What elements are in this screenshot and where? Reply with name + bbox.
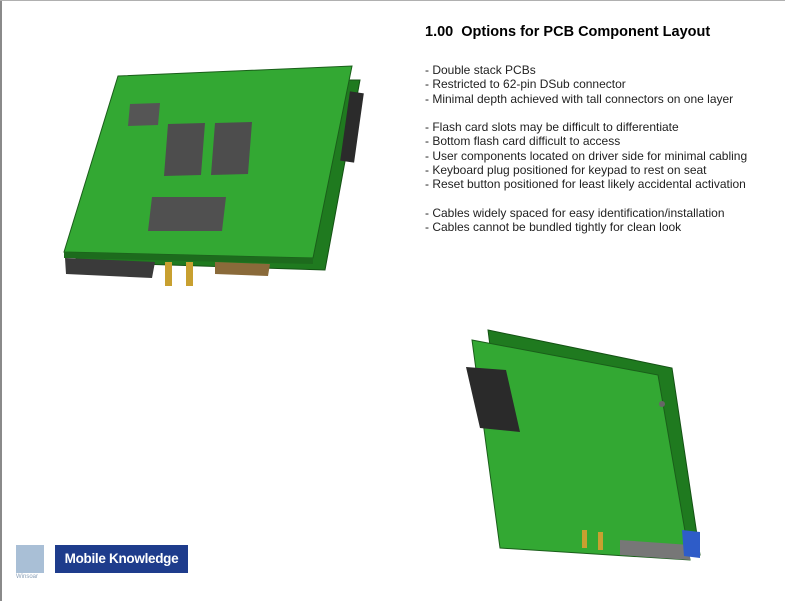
bullet: - Double stack PCBs [425,63,536,77]
bullet: - Flash card slots may be difficult to d… [425,120,679,135]
bullet: - Minimal depth achieved with tall conne… [425,91,734,106]
slide-border-top [0,0,785,1]
winsoar-logo [16,545,44,573]
slide-title: 1.00 Options for PCB Component Layout [425,24,711,40]
mobile-knowledge-logo: Mobile Knowledge [55,545,188,573]
bullet: - Cables widely spaced for easy identifi… [425,205,725,220]
bullet: - User components located on driver side… [425,148,748,163]
bullet: - Keyboard plug positioned for keypad to… [425,163,707,178]
bullet-list: - Double stack PCBs - Restricted to 62-p… [425,63,770,235]
bullet: - Restricted to 62-pin DSub connector [425,77,626,92]
bullet: - Reset button positioned for least like… [425,177,746,192]
winsoar-logo-text: Winsoar [16,574,39,580]
bullet: - Cables cannot be bundled tightly for c… [425,220,682,235]
bullet: - Bottom flash card difficult to access [425,134,621,149]
slide-border-left [0,0,2,601]
